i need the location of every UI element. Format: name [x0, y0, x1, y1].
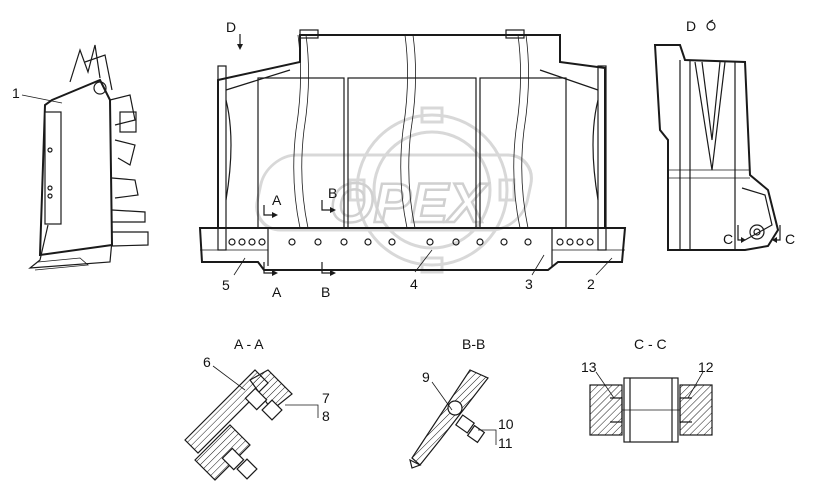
section-b-arrow-top: B [328, 185, 337, 201]
watermark: OPEX [255, 106, 533, 274]
section-cc: C - C 13 12 [581, 336, 714, 443]
section-bb: B-B 9 10 11 [409, 336, 514, 469]
section-cc-title: C - C [634, 336, 667, 352]
callout-13: 13 [581, 359, 597, 375]
callout-2: 2 [587, 276, 595, 292]
section-c-arrow-right: C [785, 231, 795, 247]
callout-4: 4 [410, 276, 418, 292]
bolt-row [228, 238, 594, 246]
section-a-arrow-bottom: A [272, 284, 282, 300]
section-b-arrow-bottom: B [321, 284, 330, 300]
section-c-arrow-left: C [723, 231, 733, 247]
front-view: D A B A B [198, 19, 627, 300]
view-d-rotated-label: D [686, 18, 696, 34]
callout-12: 12 [698, 359, 714, 375]
callout-6: 6 [203, 354, 211, 370]
callout-9: 9 [422, 369, 430, 385]
watermark-text: OPEX [330, 171, 489, 234]
view-d-label: D [226, 19, 236, 35]
callout-3: 3 [525, 276, 533, 292]
callout-11: 11 [498, 435, 513, 451]
side-view-left [28, 44, 149, 271]
callout-10: 10 [498, 416, 514, 432]
callout-5: 5 [222, 277, 230, 293]
callout-8: 8 [322, 408, 330, 424]
section-aa: A - A 6 7 8 [184, 336, 330, 481]
section-aa-title: A - A [234, 336, 264, 352]
callout-7: 7 [322, 390, 330, 406]
side-view-right: D C C [653, 18, 795, 251]
main-callouts: 1 5 4 3 2 [12, 85, 613, 293]
section-bb-title: B-B [462, 336, 485, 352]
callout-1: 1 [12, 85, 20, 101]
section-a-arrow-top: A [272, 192, 282, 208]
